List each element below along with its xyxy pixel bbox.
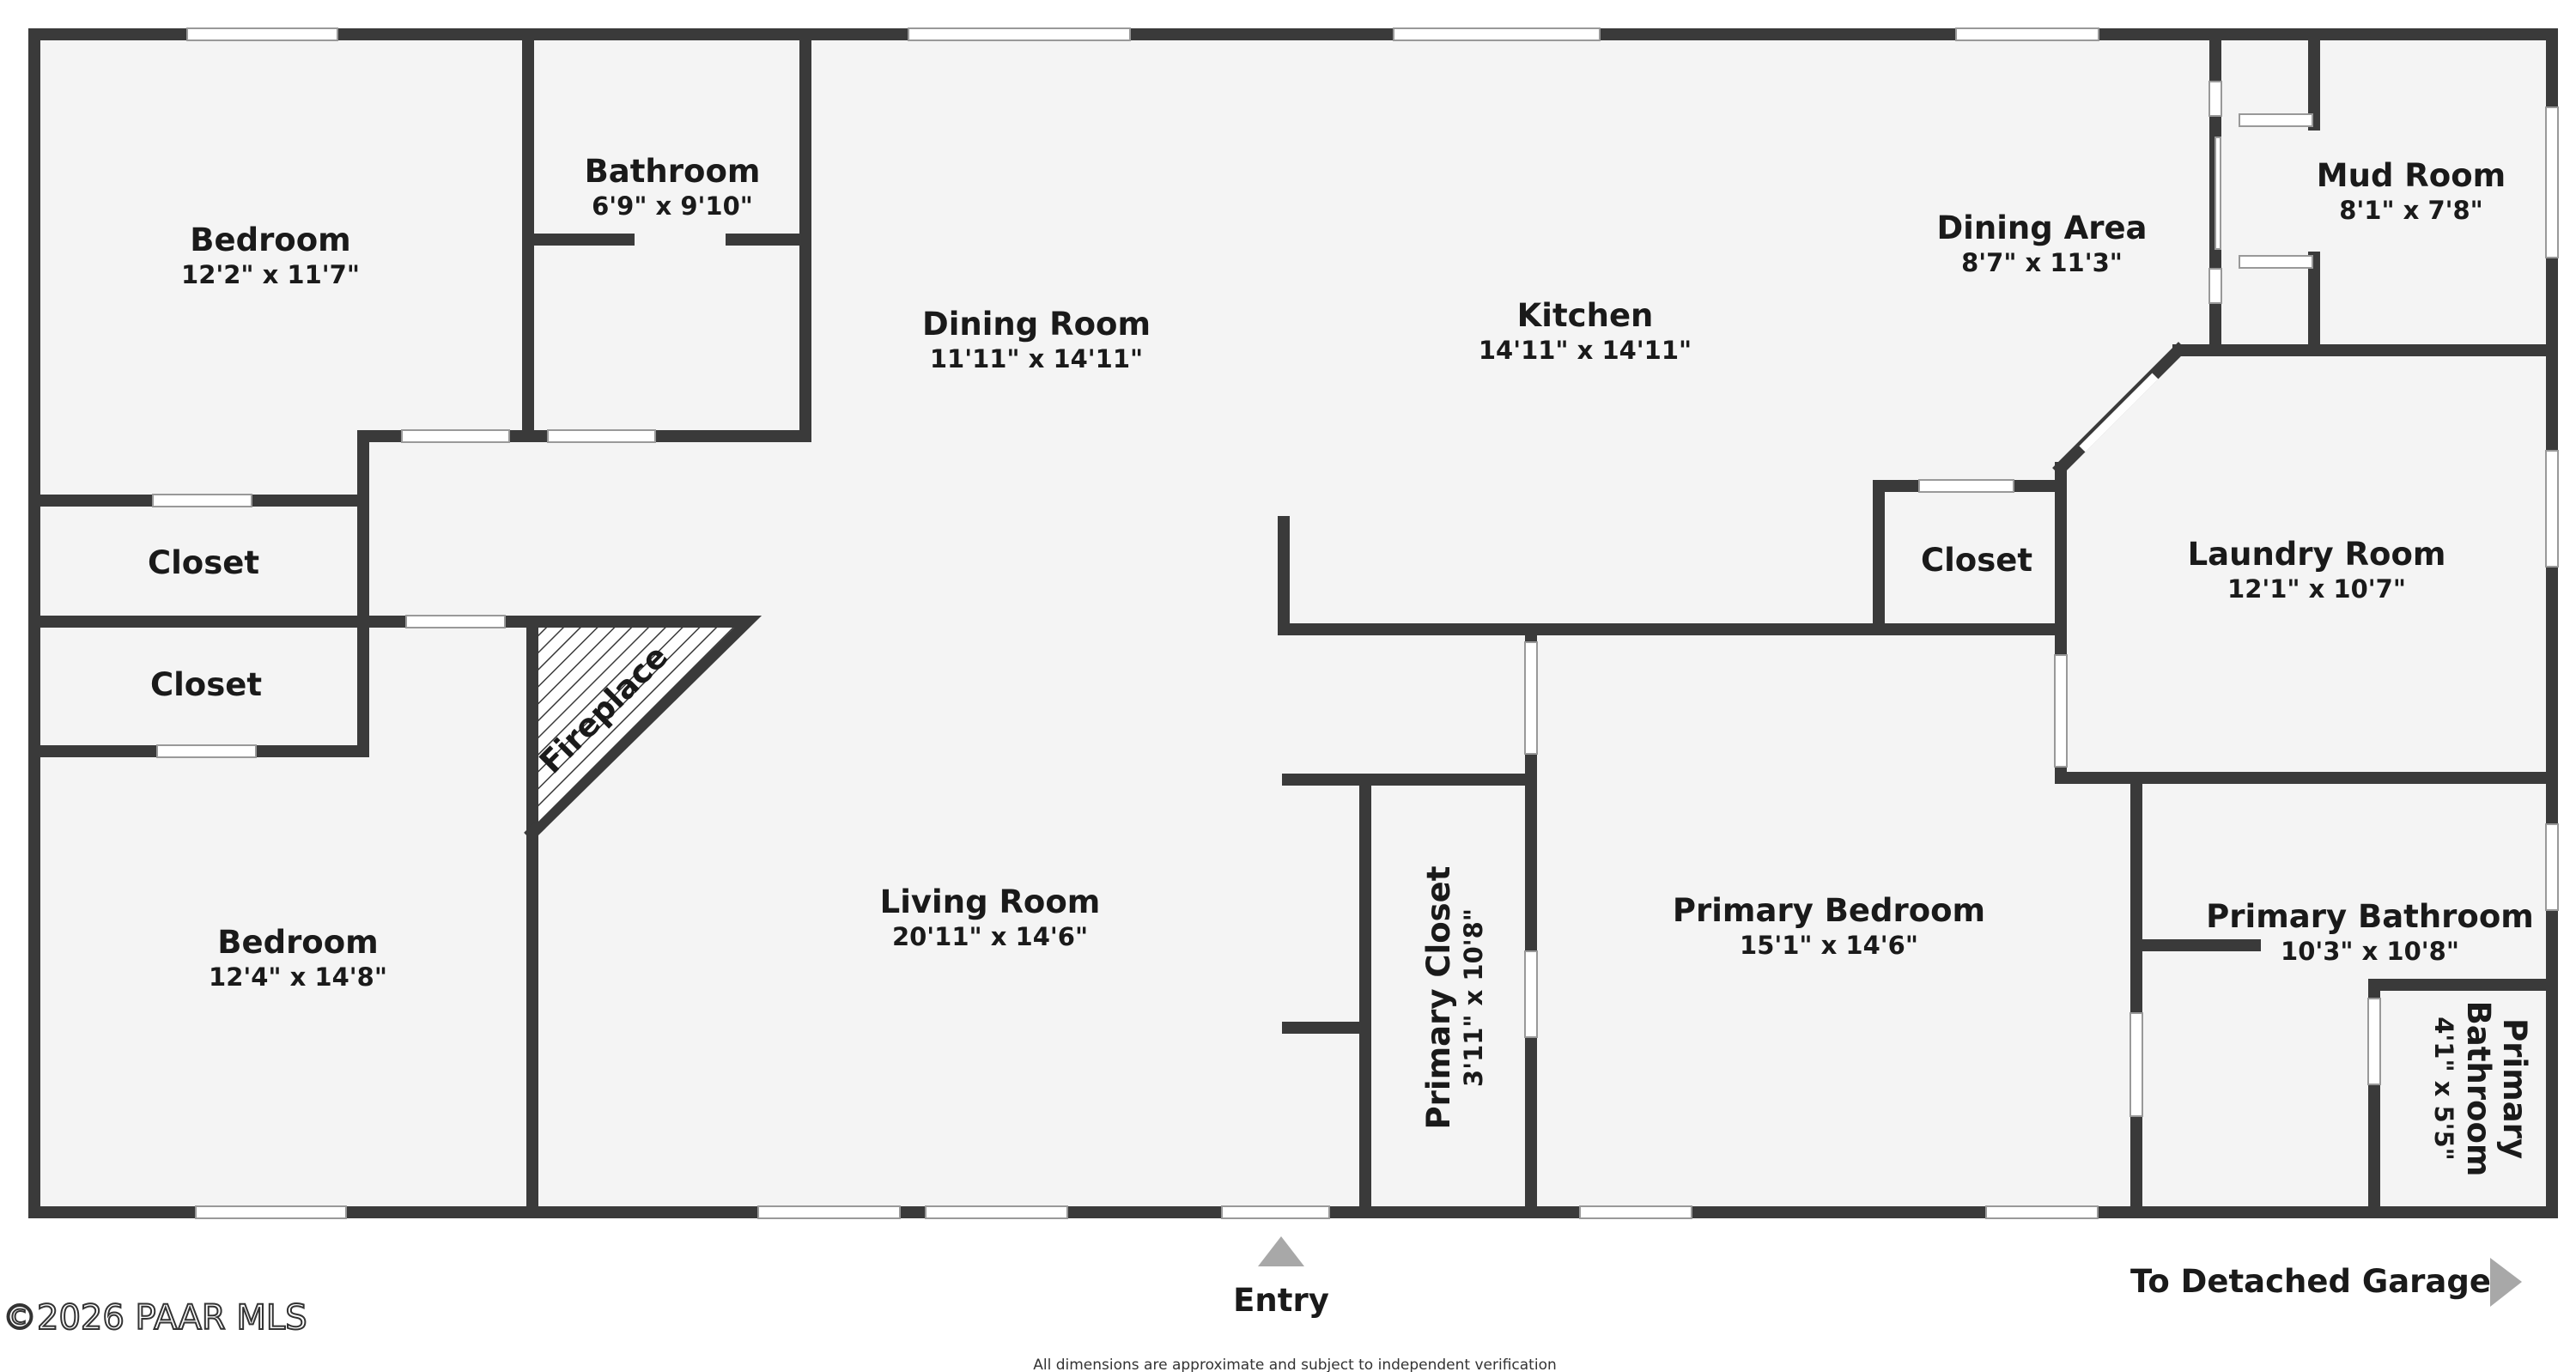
fireplace-hatch — [538, 628, 734, 822]
room-dining-room: Dining Room 11'11" x 14'11" — [922, 306, 1151, 373]
room-laundry-room: Laundry Room 12'1" x 10'7" — [2188, 536, 2446, 604]
entry-label: Entry — [1233, 1282, 1329, 1319]
room-primary-closet-dims: 3'11" x 10'8" — [1459, 908, 1488, 1087]
room-dining-room-name: Dining Room — [922, 306, 1151, 343]
room-closet-1-name: Closet — [148, 544, 259, 581]
room-primary-closet-name: Primary Closet — [1420, 866, 1457, 1130]
room-primary-closet: Primary Closet 3'11" x 10'8" — [1420, 866, 1488, 1130]
room-dining-area-name: Dining Area — [1936, 209, 2147, 246]
room-closet-kitchen-name: Closet — [1921, 542, 2032, 579]
room-mud-room-name: Mud Room — [2317, 157, 2506, 194]
room-bedroom-top-dims: 12'2" x 11'7" — [181, 260, 360, 289]
room-kitchen-name: Kitchen — [1517, 297, 1654, 334]
room-closet-2-name: Closet — [150, 666, 262, 703]
room-living-room-name: Living Room — [880, 883, 1101, 920]
room-bedroom-bottom: Bedroom 12'4" x 14'8" — [209, 924, 387, 992]
garage-label: To Detached Garage — [2130, 1263, 2491, 1300]
room-bathroom: Bathroom 6'9" x 9'10" — [585, 153, 761, 221]
room-kitchen: Kitchen 14'11" x 14'11" — [1479, 297, 1692, 365]
room-bedroom-bottom-name: Bedroom — [217, 924, 378, 961]
room-laundry-room-name: Laundry Room — [2188, 536, 2446, 573]
room-living-room-dims: 20'11" x 14'6" — [892, 922, 1088, 951]
room-primary-bathroom-small-name-1: Primary — [2496, 1018, 2533, 1159]
room-bedroom-top: Bedroom 12'2" x 11'7" — [181, 222, 360, 289]
room-mud-room-dims: 8'1" x 7'8" — [2339, 196, 2483, 225]
room-primary-bathroom: Primary Bathroom 10'3" x 10'8" — [2206, 898, 2534, 966]
copyright-watermark: ©2026 PAAR MLS — [3, 1298, 307, 1338]
room-primary-bathroom-name: Primary Bathroom — [2206, 898, 2534, 935]
room-mud-room: Mud Room 8'1" x 7'8" — [2317, 157, 2506, 225]
room-primary-bedroom: Primary Bedroom 15'1" x 14'6" — [1673, 892, 1985, 960]
disclaimer-text: All dimensions are approximate and subje… — [1033, 1357, 1557, 1372]
room-primary-bathroom-small-name-2: Bathroom — [2460, 1001, 2497, 1177]
room-primary-bathroom-dims: 10'3" x 10'8" — [2281, 937, 2459, 966]
room-bedroom-top-name: Bedroom — [190, 222, 350, 258]
room-bathroom-name: Bathroom — [585, 153, 761, 190]
room-laundry-room-dims: 12'1" x 10'7" — [2227, 574, 2406, 604]
room-bedroom-bottom-dims: 12'4" x 14'8" — [209, 962, 387, 992]
room-living-room: Living Room 20'11" x 14'6" — [880, 883, 1101, 951]
room-dining-area: Dining Area 8'7" x 11'3" — [1936, 209, 2147, 277]
room-primary-bedroom-dims: 15'1" x 14'6" — [1740, 931, 1918, 960]
room-primary-bathroom-small: Primary Bathroom 4'1" x 5'5" — [2429, 1001, 2533, 1177]
room-dining-room-dims: 11'11" x 14'11" — [930, 344, 1143, 373]
room-bathroom-dims: 6'9" x 9'10" — [592, 191, 753, 221]
door-openings — [152, 81, 2381, 1219]
garage-arrow-icon — [2490, 1258, 2522, 1307]
entry-arrow-icon — [1258, 1236, 1304, 1266]
windows — [186, 27, 2559, 1219]
room-kitchen-dims: 14'11" x 14'11" — [1479, 336, 1692, 365]
room-dining-area-dims: 8'7" x 11'3" — [1961, 248, 2123, 277]
room-primary-bedroom-name: Primary Bedroom — [1673, 892, 1985, 929]
laundry-diagonal-opening — [2079, 373, 2159, 452]
room-primary-bathroom-small-dims: 4'1" x 5'5" — [2429, 1017, 2458, 1161]
